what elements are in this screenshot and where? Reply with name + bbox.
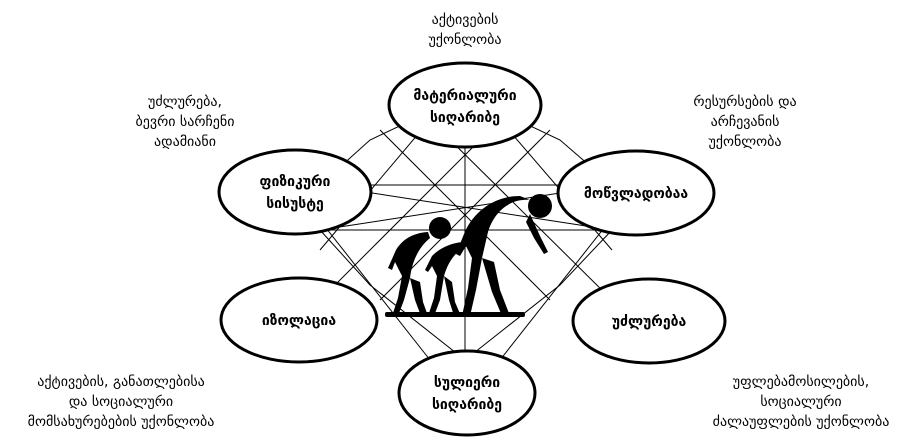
annotation-upper-right-line1: რესურსების და [693,94,797,110]
annotation-upper-right-line3: უქონლობა [708,134,782,150]
node-powerlessness-line1: უძლურება [612,314,687,330]
node-physical-weakness-line2: სისუსტე [266,196,324,212]
node-material-poverty: მატერიალური სიღარიბე [387,61,543,149]
annotation-lower-right-line2: სოციალური [760,394,842,410]
node-isolation: იზოლაცია [219,276,379,364]
annotation-lower-left-line3: მომსახურებების უქონლობა [27,414,215,430]
node-spiritual-poverty-line1: სულიერი [434,375,500,391]
node-material-poverty-line1: მატერიალური [413,88,516,104]
annotation-upper-right-line2: არჩევანის [710,114,780,130]
annotation-top: აქტივების უქონლობა [395,10,535,50]
annotation-upper-right: რესურსების და არჩევანის უქონლობა [660,92,830,152]
ground-shadow [385,312,525,317]
annotation-lower-right-line1: უფლებამოსილების, [732,374,870,390]
annotation-lower-left-line2: და სოციალური [68,394,174,410]
annotation-top-line1: აქტივების [431,12,499,28]
annotation-upper-left: უძლურება, ბევრი სარჩენი ადამიანი [100,92,270,152]
node-material-poverty-line2: სიღარიბე [430,110,500,126]
node-vulnerability: მოწვლადობაა [556,149,716,237]
person-silhouette-right [456,194,552,316]
node-isolation-line1: იზოლაცია [262,313,336,329]
stooped-people-illustration [385,194,552,317]
node-physical-weakness-line1: ფიზიკური [260,174,331,190]
annotation-upper-left-line2: ბევრი სარჩენი [135,114,235,130]
node-powerlessness: უძლურება [571,277,727,365]
annotation-lower-right: უფლებამოსილების, სოციალური ძალაუფლების უ… [690,372,912,432]
annotation-lower-left-line1: აქტივების, განათლებისა [37,374,205,390]
annotation-top-line2: უქონლობა [428,32,502,48]
node-spiritual-poverty-line2: სიღარიბე [432,397,502,413]
node-physical-weakness: ფიზიკური სისუსტე [217,148,373,236]
node-spiritual-poverty: სულიერი სიღარიბე [397,349,537,437]
node-vulnerability-line1: მოწვლადობაა [584,186,689,202]
annotation-upper-left-line3: ადამიანი [154,134,216,150]
annotation-lower-left: აქტივების, განათლებისა და სოციალური მომს… [2,372,240,432]
annotation-upper-left-line1: უძლურება, [148,94,222,110]
person-silhouette-left [388,217,451,316]
annotation-lower-right-line3: ძალაუფლების უქონლობა [712,414,890,430]
